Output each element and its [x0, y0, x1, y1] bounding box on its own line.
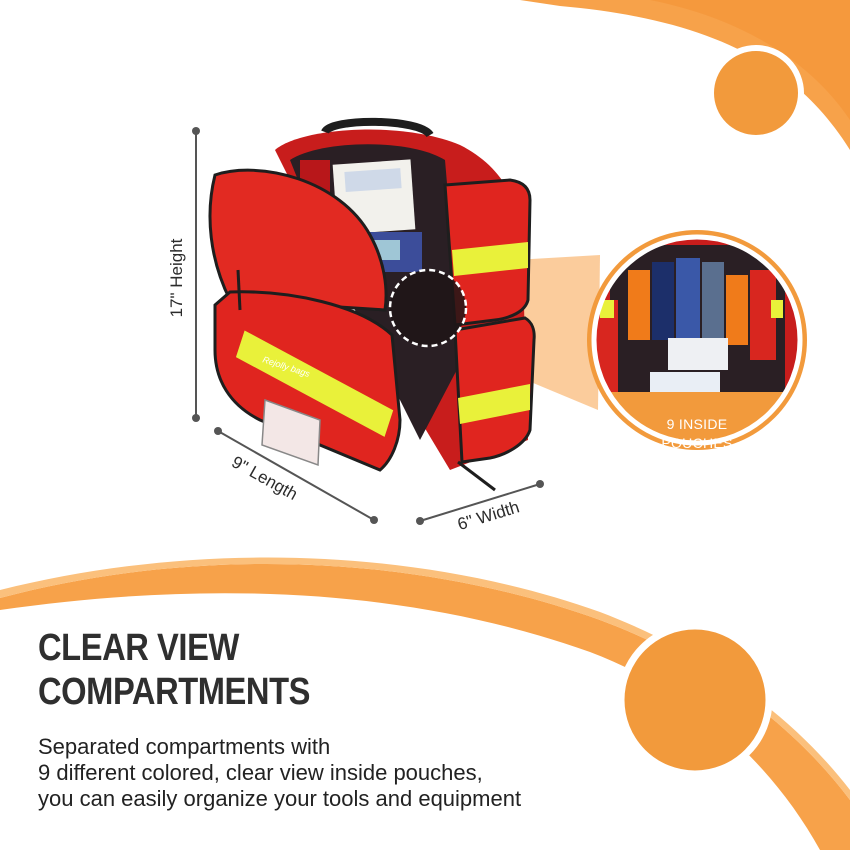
width-dimension — [416, 480, 544, 525]
description-line-2: 9 different colored, clear view inside p… — [38, 760, 483, 785]
highlight-ring — [388, 268, 468, 348]
length-dimension — [214, 427, 378, 524]
headline-line-1: CLEAR VIEW — [38, 627, 239, 669]
top-swoosh — [520, 0, 850, 150]
description: Separated compartments with 9 different … — [38, 734, 521, 812]
length-label: 9" Length — [228, 452, 300, 504]
headline: CLEAR VIEW COMPARTMENTS — [38, 626, 310, 714]
headline-line-2: COMPARTMENTS — [38, 671, 311, 713]
description-line-3: you can easily organize your tools and e… — [38, 786, 522, 811]
orange-circle-icon — [708, 45, 804, 141]
description-line-1: Separated compartments with — [38, 734, 331, 759]
height-label: 17" Height — [167, 238, 186, 317]
height-dimension — [192, 127, 200, 422]
bottom-swoosh — [0, 557, 850, 850]
zoom-badge-line2: POUCHES — [661, 435, 732, 451]
orange-circle-icon — [617, 622, 773, 778]
width-label: 6" Width — [455, 497, 521, 534]
zoom-badge-line1: 9 INSIDE — [667, 416, 728, 432]
backpack-image — [208, 117, 536, 492]
zoom-inset — [587, 230, 807, 450]
